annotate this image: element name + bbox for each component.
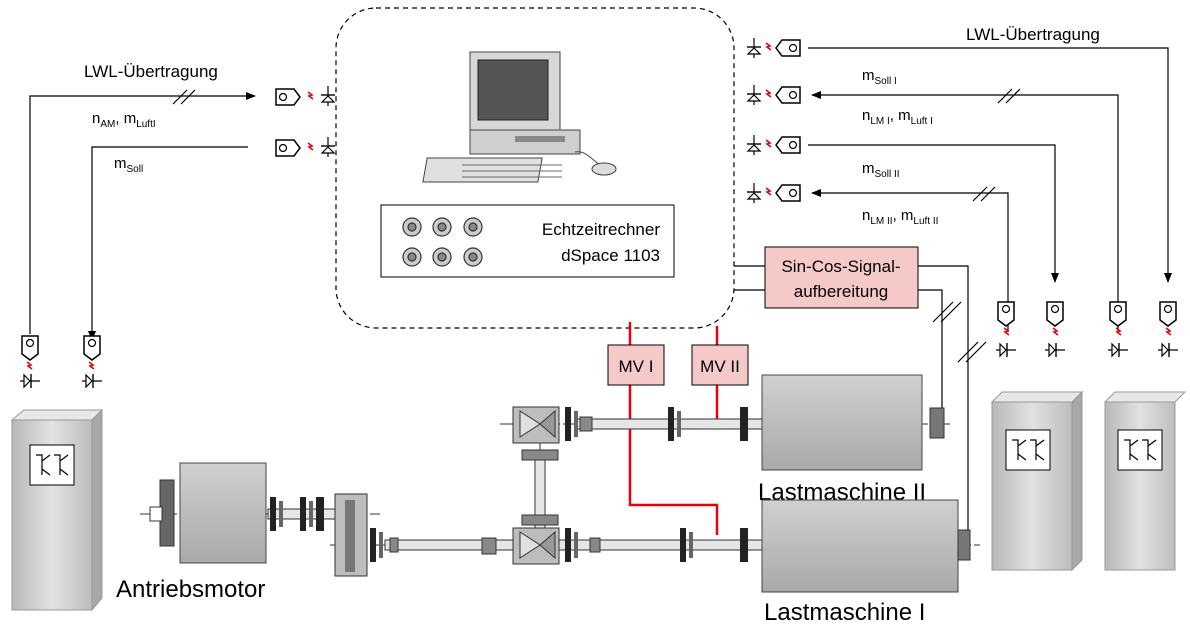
lwl-left-label: LWL-Übertragung <box>84 62 218 81</box>
red-measurement-lines <box>628 322 719 535</box>
right-optical-links <box>808 47 1172 332</box>
left-inverter-cabinet <box>10 408 104 612</box>
signal-m-soll: mSoll <box>114 155 143 175</box>
right-bottom-transceivers <box>995 301 1179 358</box>
dspace-label-2: dSpace 1103 <box>561 246 660 265</box>
right-inverter-cabinet-1 <box>990 390 1084 572</box>
antriebsmotor-label: Antriebsmotor <box>116 576 265 603</box>
dspace-box <box>380 204 675 278</box>
mv2-box <box>691 344 749 386</box>
right-top-transceivers <box>746 37 801 204</box>
sincos-box <box>764 246 919 309</box>
dspace-connectors <box>402 217 483 267</box>
bevel-gear-upper <box>512 406 748 526</box>
lastmaschine-2 <box>761 374 945 471</box>
signal-n-am: nAM, mLuftI <box>92 110 156 130</box>
bevel-gear-lower <box>481 527 748 565</box>
mv1-box <box>607 344 665 386</box>
mv1-label: MV I <box>619 357 654 376</box>
left-top-transceivers <box>275 85 336 158</box>
lwl-right-label: LWL-Übertragung <box>966 25 1100 44</box>
sincos-label-1: Sin-Cos-Signal- <box>781 257 900 276</box>
lastmaschine-1 <box>761 499 971 593</box>
signal-m-soll-2: mSoll II <box>862 160 900 180</box>
lastmaschine-1-label: Lastmaschine I <box>764 599 925 626</box>
sincos-label-2: aufbereitung <box>794 282 889 301</box>
pc-icon <box>422 51 617 183</box>
signal-m-soll-1: mSoll I <box>862 67 897 87</box>
dspace-label-1: Echtzeitrechner <box>542 220 660 239</box>
signal-n-lm-1: nLM I, mLuft I <box>862 107 933 127</box>
gearbox <box>334 493 399 577</box>
right-inverter-cabinet-2 <box>1103 391 1187 571</box>
signal-n-lm-2: nLM II, mLuft II <box>862 207 938 227</box>
left-bottom-transceivers <box>19 335 103 389</box>
left-optical-links <box>29 89 256 341</box>
mv2-label: MV II <box>700 357 740 376</box>
antriebsmotor <box>149 462 324 564</box>
